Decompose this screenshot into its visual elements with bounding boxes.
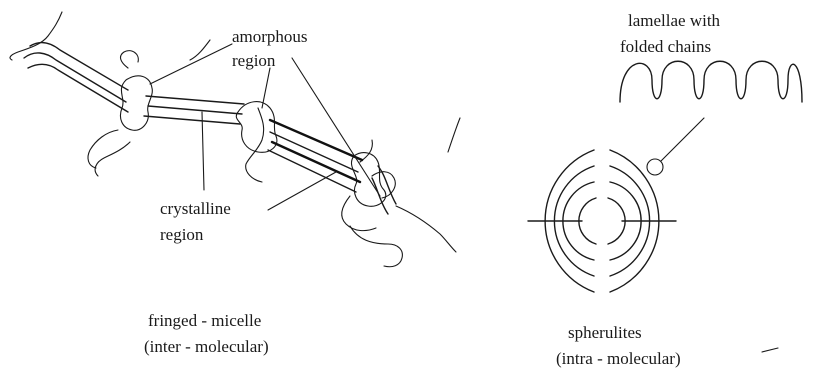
chain-tail-top-mid xyxy=(121,51,139,68)
crystalline-chain-mid-1 xyxy=(146,96,244,104)
crystalline-chain-left-2 xyxy=(24,53,126,102)
amorphous-leader-line xyxy=(150,44,232,84)
crystalline-chain-left-3 xyxy=(28,64,128,112)
crystalline-label-line1: crystalline xyxy=(160,199,231,218)
magnified-spot-circle xyxy=(647,159,663,175)
crystalline-leader-line-2 xyxy=(268,172,336,210)
amorphous-label-line1: amorphous xyxy=(232,27,308,46)
spherulites-caption-line1: spherulites xyxy=(568,323,642,342)
chain-tail-left-bottom xyxy=(95,142,130,176)
crystalline-leader-line-1 xyxy=(202,112,204,190)
crystalline-chain-mid-3 xyxy=(144,116,240,124)
chain-tail-upper-right xyxy=(190,40,210,60)
amorphous-blob-left xyxy=(120,76,152,130)
stray-dash-mark xyxy=(762,348,778,352)
chain-tail-stray-mark xyxy=(448,118,460,152)
lamellae-label-line1: lamellae with xyxy=(628,11,721,30)
fringed-micelle-model: amorphous region crystalline region frin… xyxy=(10,12,460,356)
crystalline-chain-right-3 xyxy=(272,142,360,182)
crystalline-chain-right-1 xyxy=(270,120,362,160)
amorphous-leader-line-2 xyxy=(292,58,380,196)
crystalline-chain-mid-2 xyxy=(148,106,242,114)
fringed-micelle-caption-line1: fringed - micelle xyxy=(148,311,261,330)
crystalline-label-line2: region xyxy=(160,225,204,244)
chain-tail-mid-drop xyxy=(246,108,264,182)
fringed-micelle-caption-line2: (inter - molecular) xyxy=(144,337,269,356)
magnifier-leader-line xyxy=(661,118,704,161)
spherulite-model: lamellae with folded chains spherulites … xyxy=(528,11,802,368)
chain-tail-left-loop xyxy=(88,130,118,168)
spherulites-caption-line2: (intra - molecular) xyxy=(556,349,681,368)
crystalline-bundles xyxy=(24,43,396,214)
lamellae-label-line2: folded chains xyxy=(620,37,711,56)
amorphous-leader-line-3 xyxy=(262,68,270,108)
chain-tail-far-right xyxy=(396,206,456,252)
amorphous-label-line2: region xyxy=(232,51,276,70)
concentric-lamellae xyxy=(528,150,676,292)
chain-tail-bottom-meander xyxy=(350,226,402,267)
amorphous-blob-middle xyxy=(236,102,277,153)
folded-chain-wave xyxy=(620,61,802,102)
